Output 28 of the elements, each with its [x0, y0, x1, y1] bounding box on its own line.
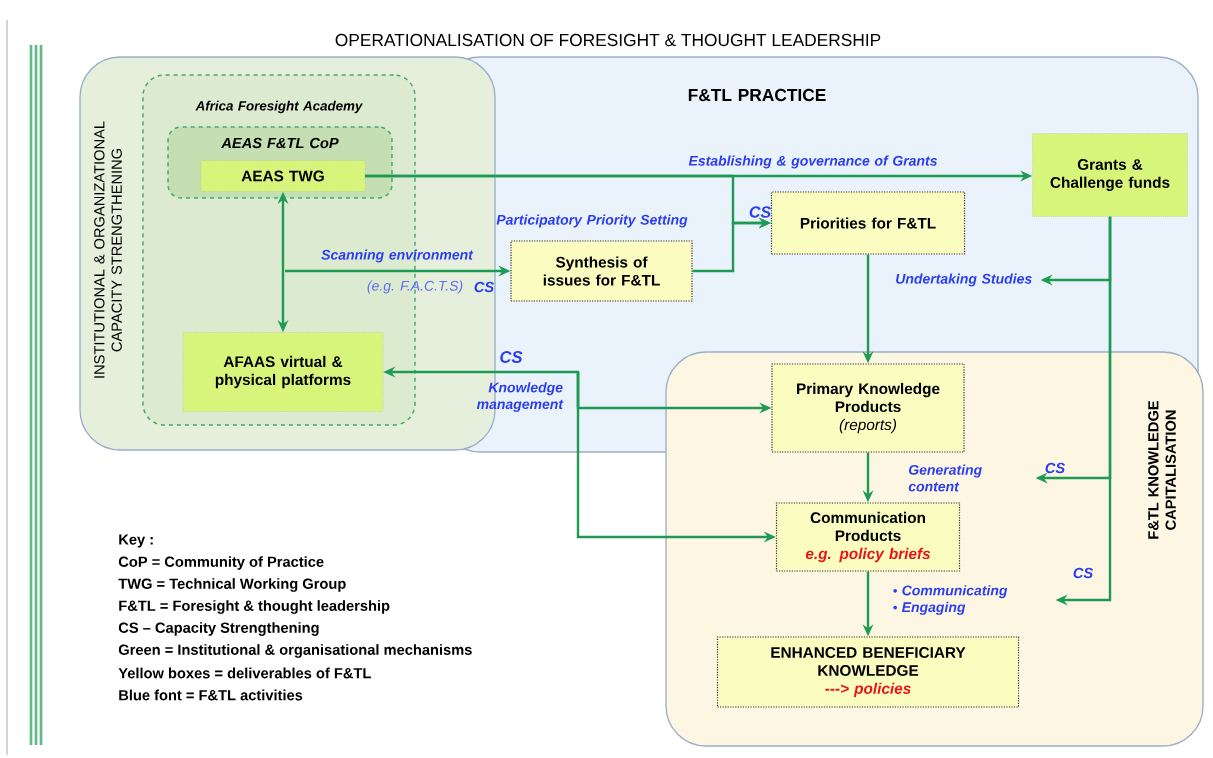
key-line: Blue font = F&TL activities [119, 689, 303, 701]
mechanism-box: Grants & Challenge funds [1032, 133, 1188, 217]
edge-label: Establishing & governance of Grants [688, 155, 937, 169]
deliverable-box: ENHANCED BENEFICIARY KNOWLEDGE ---> policies [716, 636, 1020, 708]
key-line: Green = Institutional & organisational mechanisms [118, 644, 472, 658]
key-line: F&TL = Foresight & thought leadership [119, 600, 390, 614]
cs-tag: CS [1073, 567, 1094, 579]
key-line: Key : [119, 534, 153, 548]
mechanism-box: AFAAS virtual & physical platforms [182, 332, 384, 412]
cs-tag: CS [474, 281, 495, 293]
activity-text: Communicating Engaging [893, 585, 1008, 615]
edge-label: Participatory Priority Setting [496, 214, 688, 228]
mechanism-box: AEAS TWG [200, 160, 366, 192]
activity-text: Undertaking Studies [896, 273, 1032, 287]
activity-text: Generating content [908, 464, 982, 492]
deliverable-box: Synthesis of issues for F&TL [510, 240, 693, 302]
deliverable-box: Communication Products e.g. policy briefs [775, 502, 961, 572]
cs-tag: CS [1045, 462, 1066, 474]
key-line: TWG = Technical Working Group [118, 578, 346, 592]
diagram-title: OPERATIONALISATION OF FORESIGHT & THOUGHT LEADERSHIP [335, 33, 881, 47]
deliverable-box: Primary Knowledge Products (reports) [771, 363, 965, 453]
deliverable-box: Priorities for F&TL [770, 191, 966, 255]
cs-tag: CS [749, 206, 771, 218]
key-line: Yellow boxes = deliverables of F&TL [118, 667, 371, 679]
edge-label: Knowledge management [476, 382, 564, 412]
key-line: CoP = Community of Practice [118, 556, 324, 570]
key-line: CS – Capacity Strengthening [118, 622, 319, 636]
cs-tag: CS [500, 351, 523, 363]
